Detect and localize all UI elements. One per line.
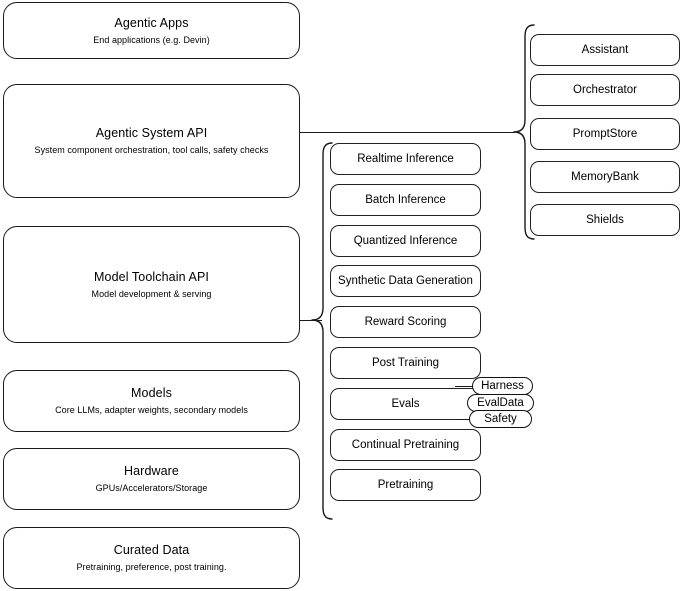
layer-subtitle: End applications (e.g. Devin) (93, 34, 210, 45)
layer-title: Curated Data (113, 543, 190, 557)
layer-box-hardware[interactable]: Hardware GPUs/Accelerators/Storage (3, 448, 300, 510)
capability-box-reward-scoring[interactable]: Reward Scoring (330, 306, 481, 338)
pill-evaldata[interactable]: EvalData (467, 394, 534, 412)
layer-title: Models (131, 386, 172, 400)
connector-model-toolchain-to-capabilities (300, 320, 322, 321)
connector-evals-to-harness (455, 386, 480, 387)
pill-label: Safety (484, 412, 517, 425)
capability-box-batch-inference[interactable]: Batch Inference (330, 184, 481, 216)
capability-box-pretraining[interactable]: Pretraining (330, 469, 481, 501)
layer-box-curated-data[interactable]: Curated Data Pretraining, preference, po… (3, 527, 300, 589)
layer-subtitle: GPUs/Accelerators/Storage (95, 483, 208, 493)
component-box-memorybank[interactable]: MemoryBank (530, 161, 680, 193)
capability-label: Quantized Inference (353, 235, 458, 247)
component-box-orchestrator[interactable]: Orchestrator (530, 74, 680, 106)
layer-box-agentic-apps[interactable]: Agentic Apps End applications (e.g. Devi… (3, 2, 300, 59)
pill-label: Harness (481, 379, 524, 392)
layer-box-agentic-system-api[interactable]: Agentic System API System component orch… (3, 84, 300, 198)
capability-label: Post Training (371, 357, 440, 369)
layer-box-model-toolchain-api[interactable]: Model Toolchain API Model development & … (3, 226, 300, 343)
layer-title: Hardware (124, 464, 179, 478)
connector-agentic-system-api-stub (300, 132, 322, 133)
component-box-shields[interactable]: Shields (530, 204, 680, 236)
capability-box-post-training[interactable]: Post Training (330, 347, 481, 379)
capability-box-synthetic-data-generation[interactable]: Synthetic Data Generation (330, 265, 481, 297)
component-label: Shields (586, 214, 624, 226)
capability-label: Continual Pretraining (351, 439, 460, 451)
layer-subtitle: System component orchestration, tool cal… (34, 145, 269, 155)
capability-label: Synthetic Data Generation (338, 275, 473, 287)
component-box-assistant[interactable]: Assistant (530, 34, 680, 66)
capability-label: Batch Inference (365, 194, 446, 206)
capability-label: Evals (391, 398, 420, 410)
capability-box-quantized-inference[interactable]: Quantized Inference (330, 225, 481, 257)
layer-subtitle: Core LLMs, adapter weights, secondary mo… (55, 405, 248, 415)
component-label: Orchestrator (573, 84, 637, 96)
layer-box-models[interactable]: Models Core LLMs, adapter weights, secon… (3, 370, 300, 432)
capability-box-continual-pretraining[interactable]: Continual Pretraining (330, 429, 481, 461)
component-label: MemoryBank (571, 171, 639, 183)
layer-title: Agentic System API (95, 126, 208, 140)
layer-title: Model Toolchain API (94, 269, 209, 284)
pill-safety[interactable]: Safety (469, 410, 532, 428)
brace-system-components (512, 22, 536, 242)
component-label: PromptStore (572, 128, 638, 140)
capability-label: Pretraining (377, 479, 434, 491)
component-box-promptstore[interactable]: PromptStore (530, 118, 680, 150)
layer-subtitle: Pretraining, preference, post training. (76, 562, 227, 572)
capability-box-realtime-inference[interactable]: Realtime Inference (330, 143, 481, 175)
connector-agentic-system-api-to-components (300, 132, 515, 133)
capability-label: Realtime Inference (357, 153, 454, 165)
pill-label: EvalData (477, 396, 524, 409)
layer-subtitle: Model development & serving (91, 288, 212, 299)
capability-label: Reward Scoring (364, 316, 447, 328)
component-label: Assistant (581, 44, 629, 56)
capability-box-evals[interactable]: Evals (330, 388, 481, 420)
connector-evals-to-safety (455, 419, 480, 420)
pill-harness[interactable]: Harness (472, 377, 533, 395)
brace-toolchain-capabilities (310, 140, 334, 522)
layer-title: Agentic Apps (114, 15, 189, 30)
